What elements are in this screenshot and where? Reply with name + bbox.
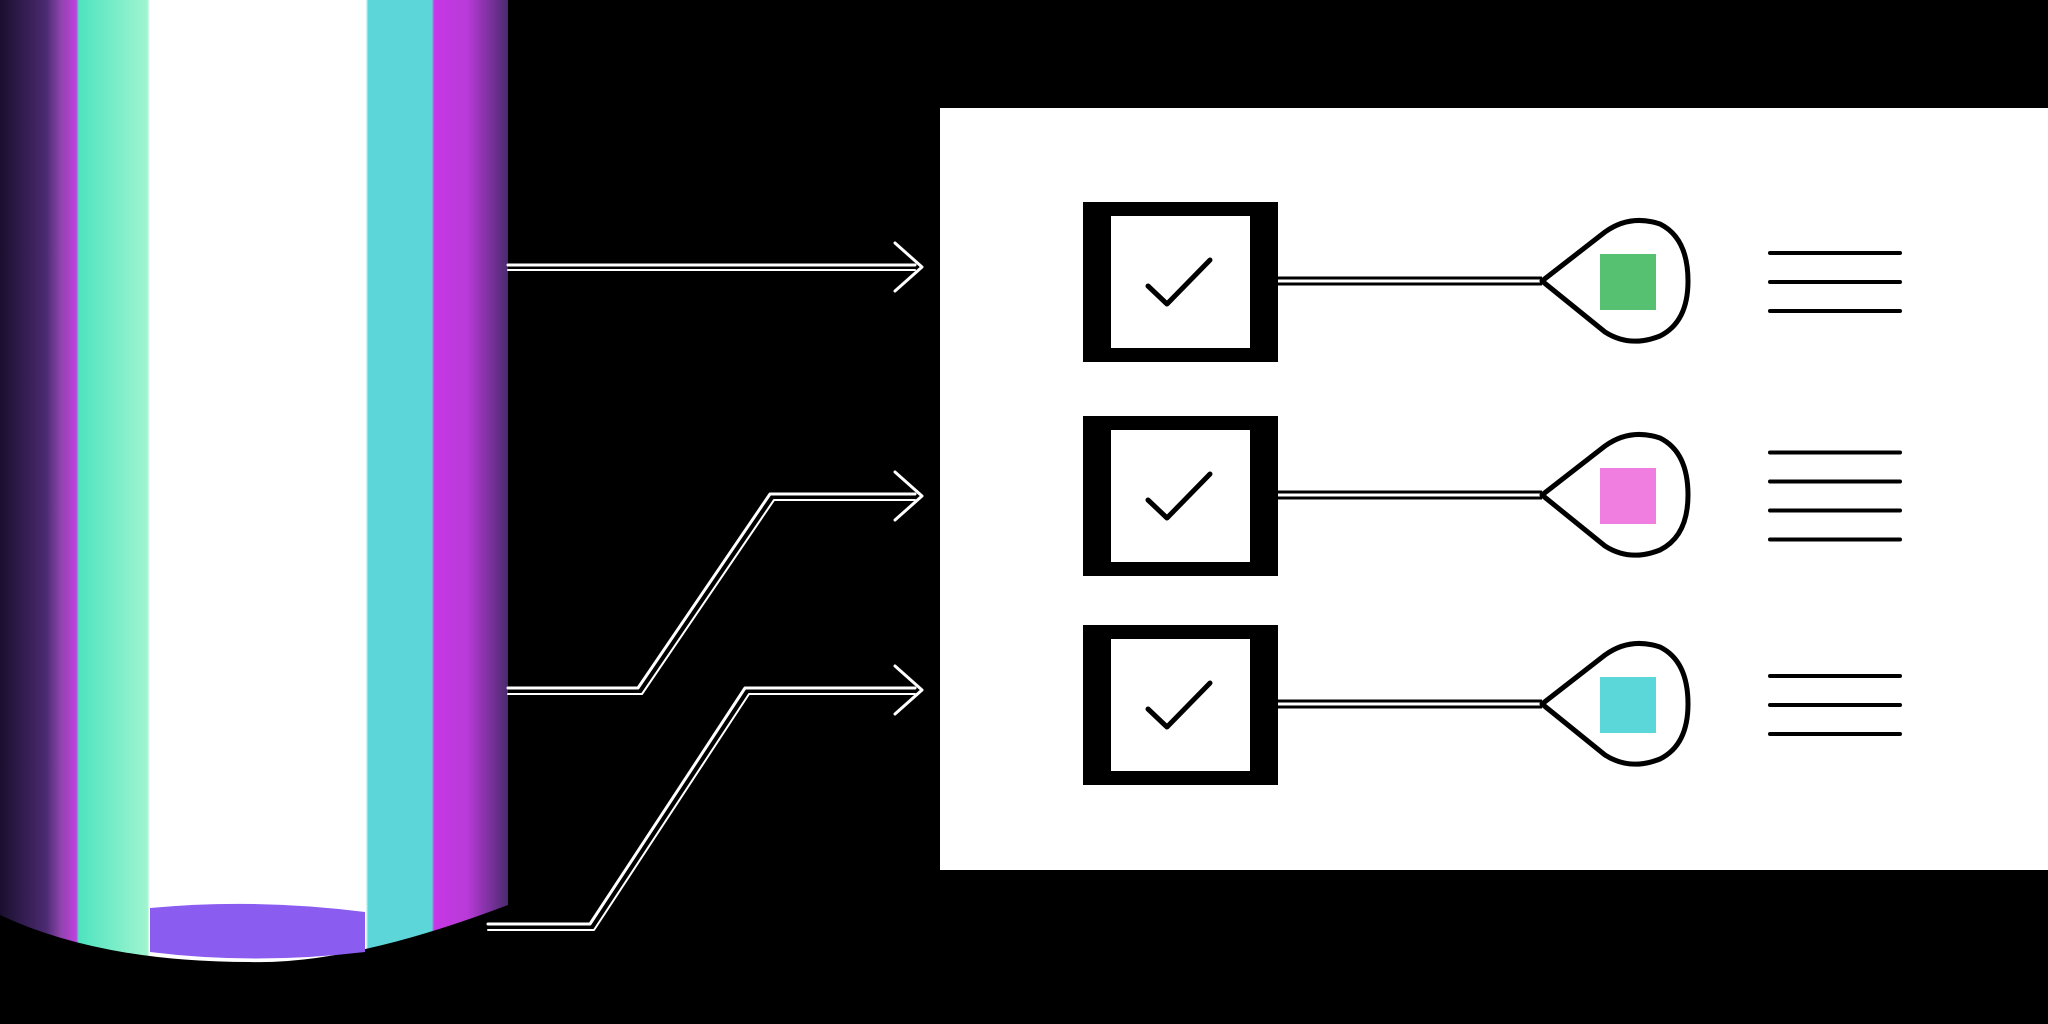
arrows (486, 241, 924, 931)
color-swatch (1600, 468, 1656, 524)
checkmark-icon (1145, 680, 1213, 730)
cylinder-body (0, 0, 508, 963)
cylinder (0, 0, 508, 963)
color-swatch (1600, 254, 1656, 310)
checkbox-inner (1111, 216, 1250, 348)
arrow-1 (506, 241, 924, 293)
row-1 (1083, 202, 1902, 362)
checkbox-inner (1111, 639, 1250, 771)
connector-line (1278, 699, 1542, 709)
rows (1083, 202, 1902, 785)
connector-line (1278, 276, 1542, 286)
row-3 (1083, 625, 1902, 785)
arrow-3 (486, 664, 924, 931)
arrow-2 (506, 470, 924, 695)
checkmark-icon (1145, 257, 1213, 307)
color-swatch (1600, 677, 1656, 733)
checkmark-icon (1145, 471, 1213, 521)
checkbox-inner (1111, 430, 1250, 562)
row-2 (1083, 416, 1902, 576)
cylinder-base (150, 903, 365, 959)
connector-line (1278, 490, 1542, 500)
